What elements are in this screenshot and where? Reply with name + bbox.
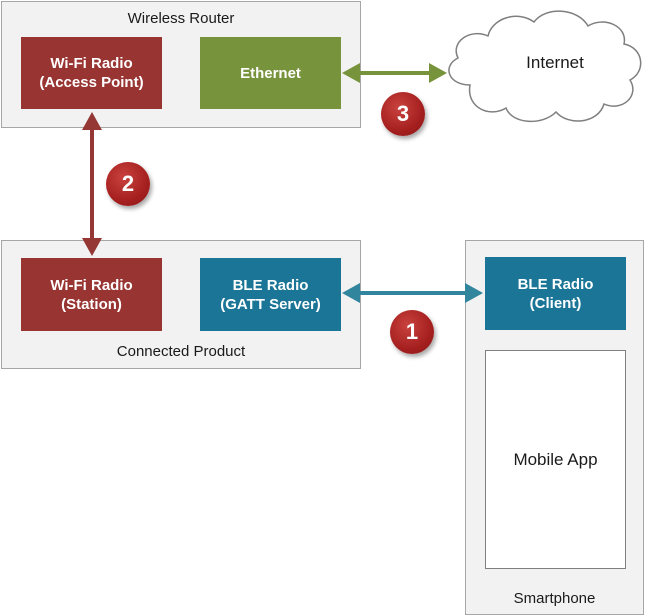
internet-label: Internet	[526, 53, 584, 72]
mobile-app-box: Mobile App	[485, 350, 626, 569]
arrow-ethernet-internet	[342, 63, 447, 83]
router-wifi-radio-box: Wi-Fi Radio (Access Point)	[21, 37, 162, 109]
step-badge-3: 3	[381, 92, 425, 136]
router-ethernet-box: Ethernet	[200, 37, 341, 109]
arrow-ble-link	[342, 283, 483, 303]
product-ble-radio-label: BLE Radio (GATT Server)	[220, 276, 321, 313]
wireless-router-label: Wireless Router	[127, 10, 235, 27]
smartphone-ble-radio-box: BLE Radio (Client)	[485, 257, 626, 330]
smartphone-label: Smartphone	[513, 590, 596, 607]
step-badge-2: 2	[106, 162, 150, 206]
cloud-icon	[448, 10, 642, 123]
router-wifi-radio-label: Wi-Fi Radio (Access Point)	[39, 55, 144, 91]
product-wifi-radio-box: Wi-Fi Radio (Station)	[21, 258, 162, 331]
step-badge-1: 1	[390, 310, 434, 354]
router-ethernet-label: Ethernet	[240, 64, 301, 82]
arrow-wifi-link	[82, 112, 102, 256]
connected-product-label: Connected Product	[116, 343, 246, 360]
product-wifi-radio-label: Wi-Fi Radio (Station)	[50, 276, 133, 313]
smartphone-ble-radio-label: BLE Radio (Client)	[517, 275, 594, 312]
product-ble-radio-box: BLE Radio (GATT Server)	[200, 258, 341, 331]
mobile-app-label: Mobile App	[513, 449, 598, 469]
